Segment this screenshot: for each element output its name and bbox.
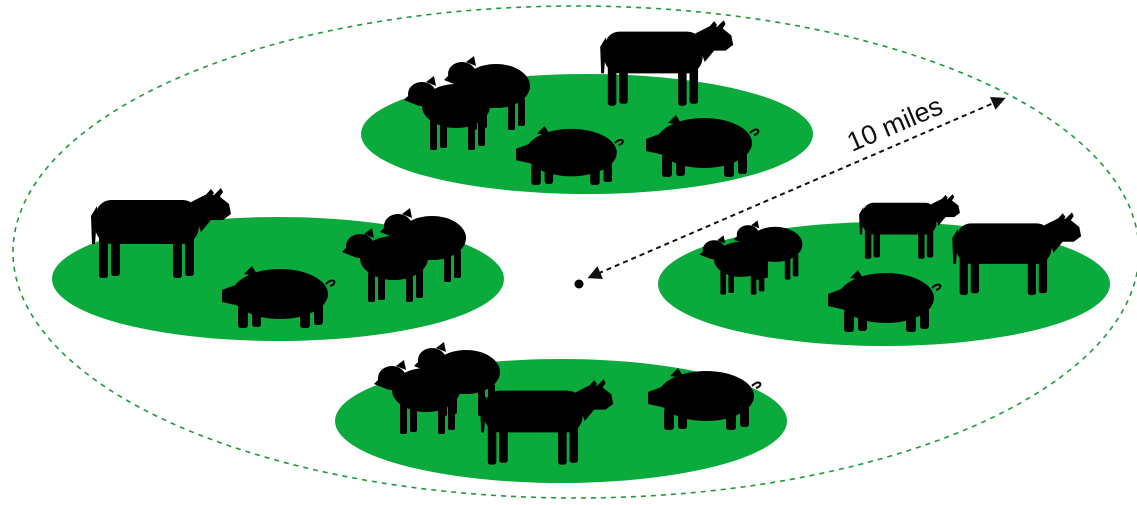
- radius-arrow: [587, 97, 1006, 279]
- radius-label: 10 miles: [843, 91, 947, 158]
- center-point: [574, 279, 584, 289]
